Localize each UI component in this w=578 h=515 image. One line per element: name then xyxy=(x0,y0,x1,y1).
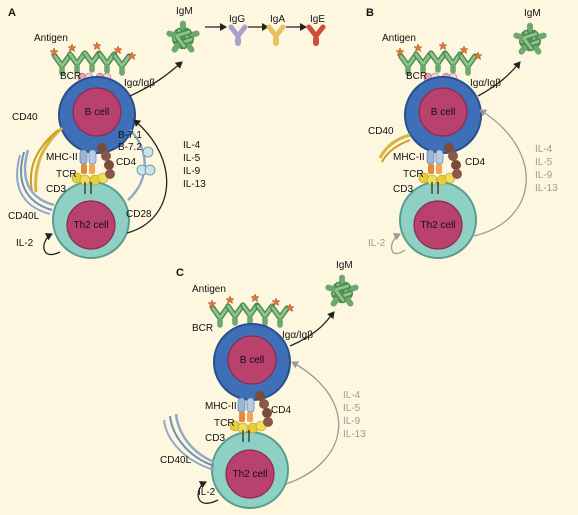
cd3-label-b: CD3 xyxy=(393,184,413,195)
cytokine-3-c: IL-9 xyxy=(343,416,361,427)
cd40-label-b: CD40 xyxy=(368,126,394,137)
panel-a-letter: A xyxy=(8,7,16,19)
igm-icon-a xyxy=(164,21,202,57)
cytokine-arrow-b xyxy=(473,109,527,237)
cd3-label-c: CD3 xyxy=(205,433,225,444)
antigen-label-c: Antigen xyxy=(192,284,226,295)
ige-label-a: IgE xyxy=(310,14,325,25)
cd40-label-a: CD40 xyxy=(12,112,38,123)
igm-icon-c xyxy=(323,275,361,311)
il2-label-b: IL-2 xyxy=(368,238,386,249)
bcr-label-a: BCR xyxy=(60,71,81,82)
cd28-label-a: CD28 xyxy=(126,209,152,220)
secretion-arrow-b xyxy=(477,61,521,97)
cd40-molecule-a xyxy=(34,126,64,193)
b71-label-a: B-7.1 xyxy=(118,130,142,141)
antigen-label-b: Antigen xyxy=(382,33,416,44)
iga-label-a: IgA xyxy=(270,14,285,25)
b7-ligand-a xyxy=(142,146,154,158)
cd4-label-a: CD4 xyxy=(116,157,136,168)
il2-label-a: IL-2 xyxy=(16,238,34,249)
b-cell-label-a: B cell xyxy=(85,107,109,118)
cytokine-3-a: IL-9 xyxy=(183,166,201,177)
cd40l-molecule-a xyxy=(23,149,55,207)
cytokine-2-c: IL-5 xyxy=(343,403,361,414)
cytokine-1-c: IL-4 xyxy=(343,390,361,401)
b-cell-nucleus-a xyxy=(72,87,122,137)
tcr-label-c: TCR xyxy=(214,418,235,429)
cd4-label-b: CD4 xyxy=(465,157,485,168)
il2-loop-b xyxy=(390,233,406,255)
igg-icon-a xyxy=(231,27,245,46)
panel-c: C Antigen BCR Igα/Igβ B cell Th2 cell CD… xyxy=(160,260,366,509)
cytokine-3-b: IL-9 xyxy=(535,170,553,181)
b-cell-label-b: B cell xyxy=(431,107,455,118)
panel-b: B Antigen BCR Igα/Igβ B cell Th2 cell CD… xyxy=(366,7,558,259)
cytokine-2-b: IL-5 xyxy=(535,157,553,168)
cd3-label-a: CD3 xyxy=(46,184,66,195)
cd28-molecule-a xyxy=(127,129,146,201)
panel-b-letter: B xyxy=(366,7,374,19)
iga-icon-a xyxy=(269,27,283,46)
mhc-label-b: MHC-II xyxy=(393,152,425,163)
mhc-label-a: MHC-II xyxy=(46,152,78,163)
tcr-label-a: TCR xyxy=(56,169,77,180)
th2-nucleus-a xyxy=(66,200,116,250)
panel-c-letter: C xyxy=(176,267,184,279)
th2-label-c: Th2 cell xyxy=(232,469,267,480)
il2-label-c: IL-2 xyxy=(198,487,216,498)
b72-label-a: B-7.2 xyxy=(118,142,142,153)
ige-icon-a xyxy=(309,27,323,46)
bcr-label-b: BCR xyxy=(406,71,427,82)
cytokine-4-b: IL-13 xyxy=(535,183,558,194)
cytokine-1-a: IL-4 xyxy=(183,140,201,151)
cd40l-label-a: CD40L xyxy=(8,211,40,222)
cd40l-label-c: CD40L xyxy=(160,455,192,466)
cytokine-4-c: IL-13 xyxy=(343,429,366,440)
bcr-label-c: BCR xyxy=(192,323,213,334)
cd40l-molecule-c xyxy=(174,413,215,464)
cytokine-arrow-c xyxy=(285,361,340,485)
secretion-arrow-c xyxy=(289,311,335,347)
secretion-arrow-a xyxy=(129,61,183,97)
il2-loop-a xyxy=(43,233,61,255)
cytokine-1-b: IL-4 xyxy=(535,144,553,155)
cytokine-2-a: IL-5 xyxy=(183,153,201,164)
tcr-label-b: TCR xyxy=(403,169,424,180)
ig-ab-label-a: Igα/Igβ xyxy=(124,78,155,89)
panel-a: A Antigen BCR Igα/Igβ B cell Th2 cell CD… xyxy=(8,6,325,259)
cytokine-arrow-a xyxy=(126,119,168,234)
cd4-label-c: CD4 xyxy=(271,405,291,416)
antigen-label-a: Antigen xyxy=(34,33,68,44)
th2-label-b: Th2 cell xyxy=(420,220,455,231)
igm-label-a: IgM xyxy=(176,6,193,17)
mhc-label-c: MHC-II xyxy=(205,401,237,412)
ig-ab-label-c: Igα/Igβ xyxy=(282,330,313,341)
cd40-molecule-b xyxy=(378,133,411,159)
igg-label-a: IgG xyxy=(229,14,245,25)
th2-label-a: Th2 cell xyxy=(73,220,108,231)
igm-icon-b xyxy=(511,23,549,59)
igm-label-b: IgM xyxy=(524,8,541,19)
il2-loop-c xyxy=(197,481,219,504)
b-cell-label-c: B cell xyxy=(240,355,264,366)
igm-label-c: IgM xyxy=(336,260,353,271)
cytokine-4-a: IL-13 xyxy=(183,179,206,190)
ig-ab-label-b: Igα/Igβ xyxy=(470,78,501,89)
